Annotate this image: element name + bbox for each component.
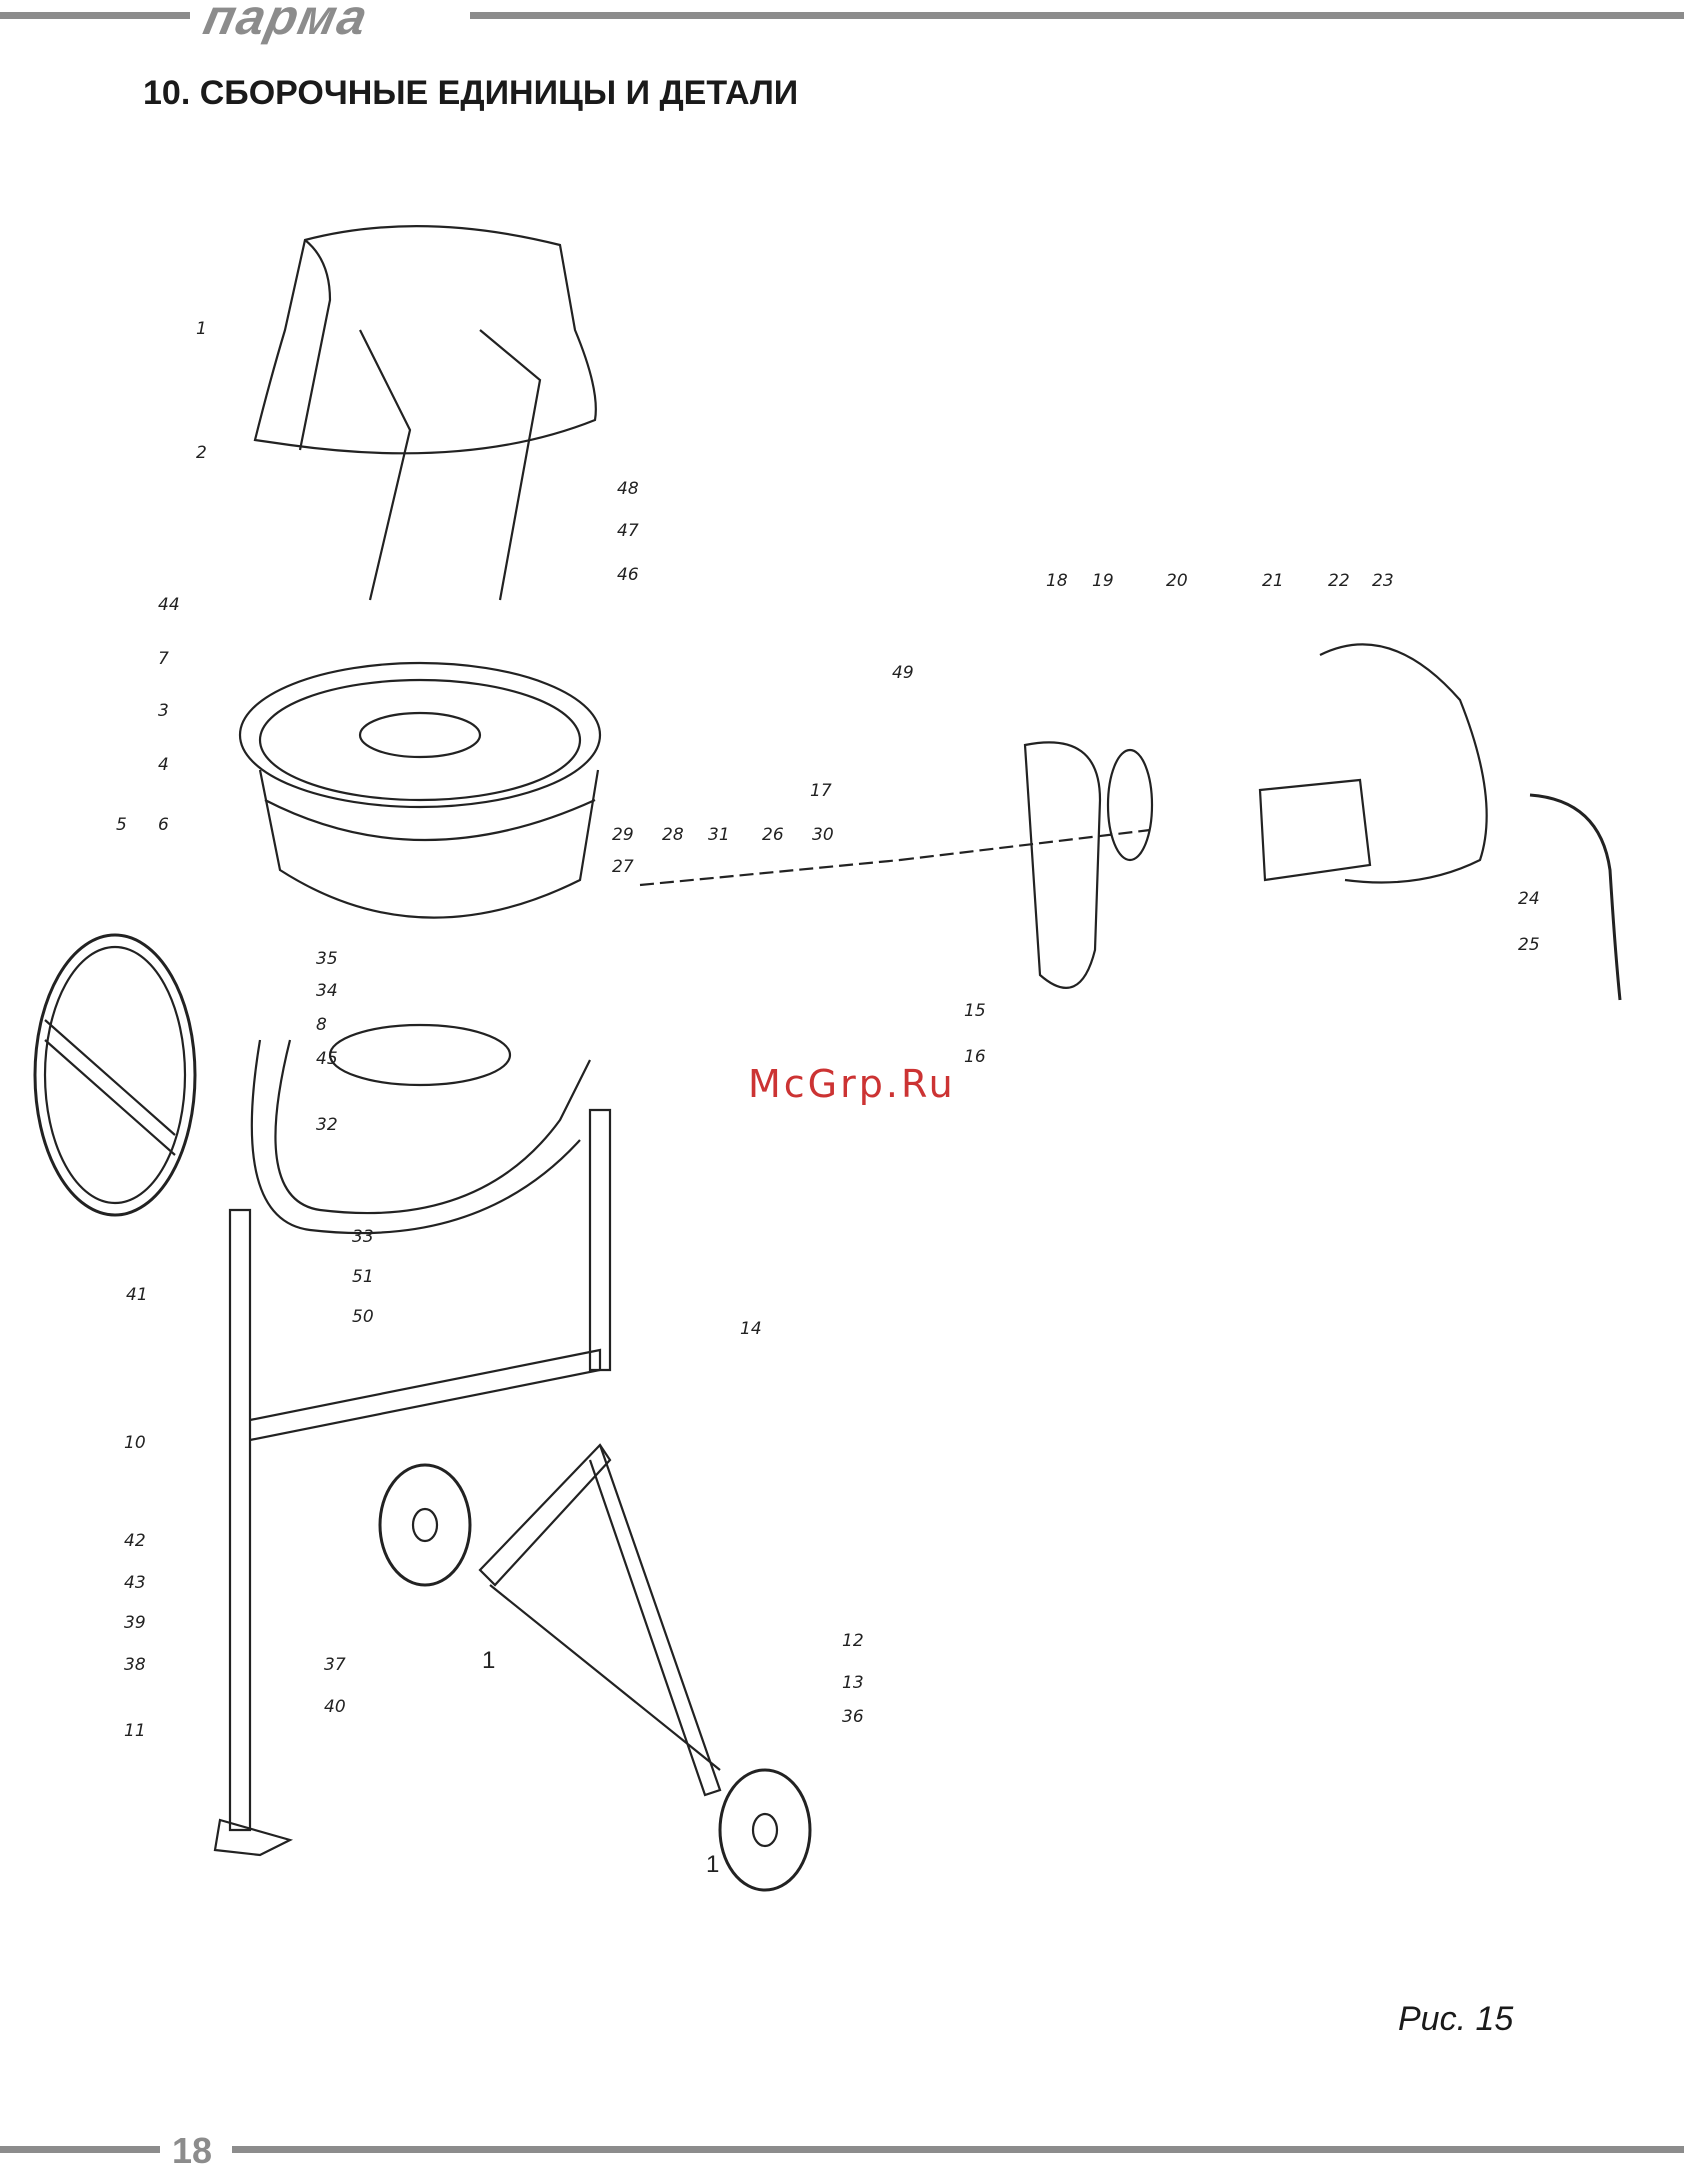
callout-label: 47 (617, 521, 639, 541)
callout-label: 6 (158, 815, 169, 835)
callout-label: 18 (1046, 571, 1068, 591)
callout-label: 40 (324, 1697, 346, 1717)
callout-label: 3 (158, 701, 169, 721)
drawing-mark: 1 (482, 1647, 495, 1674)
callout-label: 15 (964, 1001, 986, 1021)
callout-label: 5 (116, 815, 127, 835)
header-rule-left (0, 12, 190, 19)
callout-label: 11 (124, 1721, 146, 1741)
callout-label: 46 (617, 565, 639, 585)
callout-label: 50 (352, 1307, 374, 1327)
section-title: 10. СБОРОЧНЫЕ ЕДИНИЦЫ И ДЕТАЛИ (143, 74, 798, 113)
figure-caption: Рис. 15 (1398, 2000, 1513, 2039)
callout-label: 42 (124, 1531, 146, 1551)
callout-label: 16 (964, 1047, 986, 1067)
callout-label: 51 (352, 1267, 374, 1287)
callout-label: 27 (612, 857, 634, 877)
callout-label: 37 (324, 1655, 346, 1675)
callout-label: 43 (124, 1573, 146, 1593)
callout-label: 14 (740, 1319, 762, 1339)
callout-label: 22 (1328, 571, 1350, 591)
footer-rule-right (232, 2146, 1684, 2153)
callout-label: 21 (1262, 571, 1284, 591)
callout-label: 7 (158, 649, 169, 669)
footer-rule-left (0, 2146, 160, 2153)
callout-label: 20 (1166, 571, 1188, 591)
callout-label: 1 (196, 319, 207, 339)
callout-label: 17 (810, 781, 832, 801)
brand-logo: парма (200, 0, 374, 42)
callout-label: 24 (1518, 889, 1540, 909)
callout-label: 48 (617, 479, 639, 499)
callout-label: 30 (812, 825, 834, 845)
callout-label: 31 (708, 825, 730, 845)
callout-label: 49 (892, 663, 914, 683)
header-rule-right (470, 12, 1684, 19)
callout-label: 26 (762, 825, 784, 845)
callout-label: 19 (1092, 571, 1114, 591)
callout-label: 23 (1372, 571, 1394, 591)
callout-label: 8 (316, 1015, 327, 1035)
callout-label: 32 (316, 1115, 338, 1135)
callout-label: 4 (158, 755, 169, 775)
callout-label: 25 (1518, 935, 1540, 955)
callout-label: 13 (842, 1673, 864, 1693)
callout-label: 38 (124, 1655, 146, 1675)
callout-label: 12 (842, 1631, 864, 1651)
callout-label: 28 (662, 825, 684, 845)
callout-label: 29 (612, 825, 634, 845)
callout-label: 34 (316, 981, 338, 1001)
callout-label: 36 (842, 1707, 864, 1727)
callout-label: 2 (196, 443, 207, 463)
callout-label: 44 (158, 595, 180, 615)
callout-label: 35 (316, 949, 338, 969)
exploded-assembly-drawing: 1 2 48 47 46 44 7 3 4 5 6 35 34 8 45 32 … (0, 150, 1684, 1950)
callout-label: 10 (124, 1433, 146, 1453)
callout-label: 45 (316, 1049, 338, 1069)
watermark: McGrp.Ru (748, 1062, 956, 1106)
callout-label: 33 (352, 1227, 374, 1247)
drawing-mark: 1 (706, 1851, 719, 1878)
callout-label: 39 (124, 1613, 146, 1633)
callout-label: 41 (126, 1285, 148, 1305)
